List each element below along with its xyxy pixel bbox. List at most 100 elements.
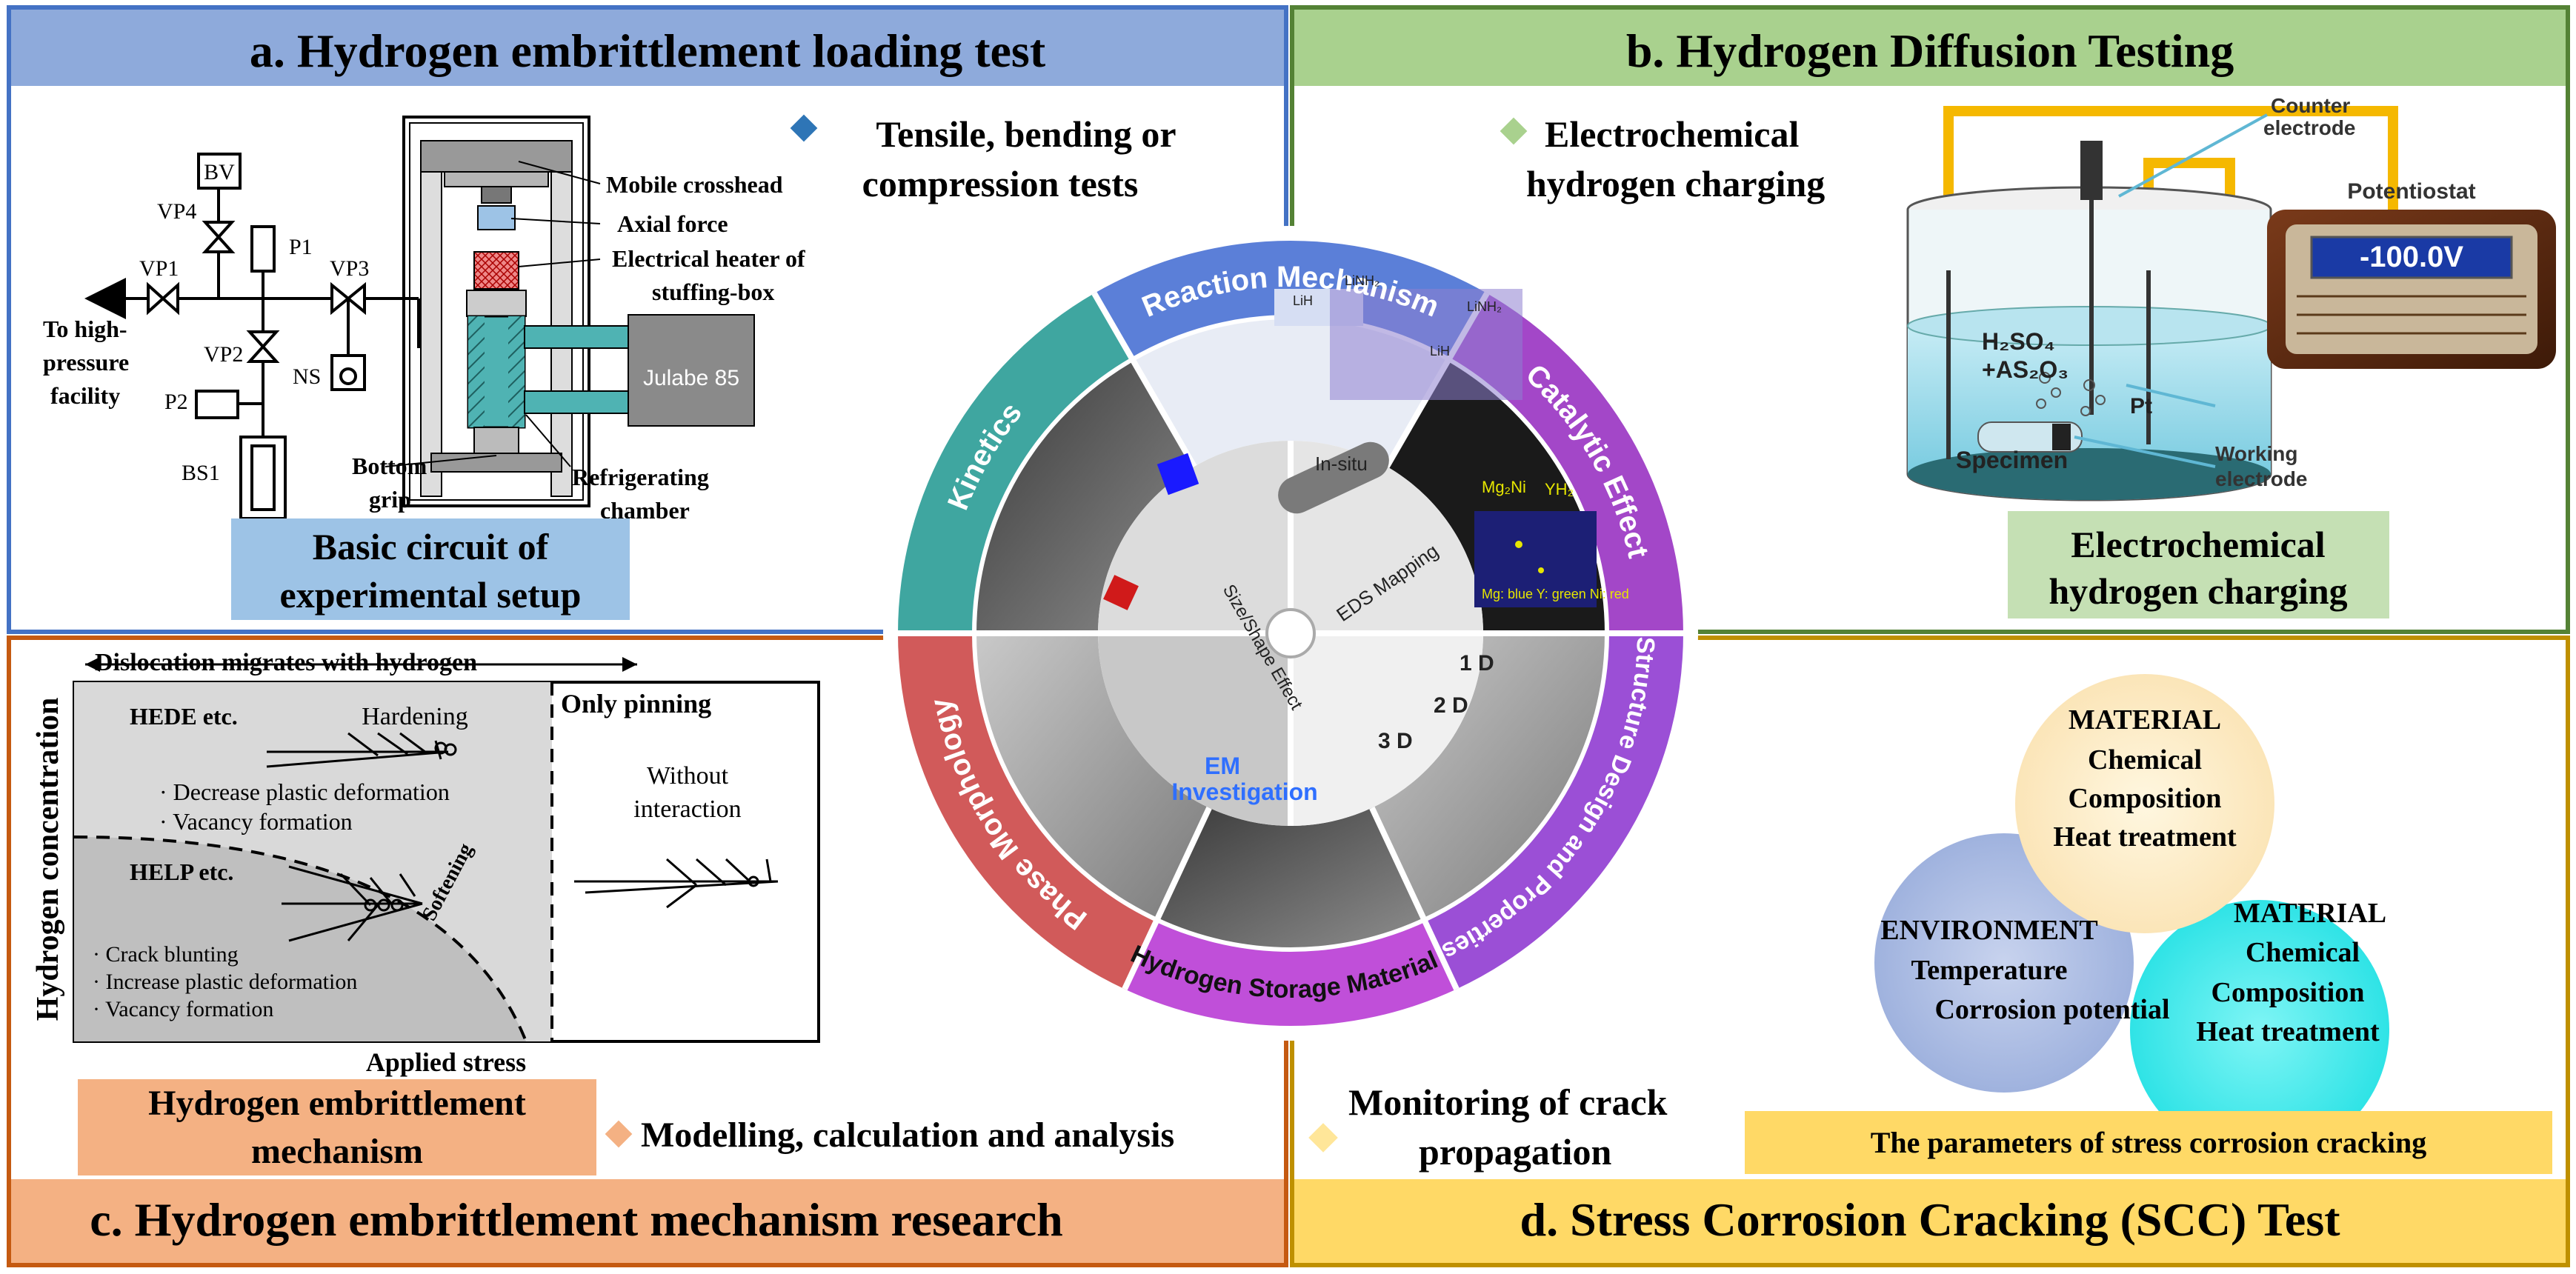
- circle-right-line4: Heat treatment: [2196, 1016, 2380, 1047]
- circle-right-line2: Chemical: [2246, 937, 2360, 968]
- label-hardening: Hardening: [362, 703, 468, 730]
- label-bs1: BS1: [182, 461, 220, 485]
- axis-hydrogen-concentration: Hydrogen concentration: [31, 698, 65, 1021]
- diamond-bullet-icon: [605, 1120, 633, 1148]
- reaction-label-lih: LiH: [1293, 293, 1313, 308]
- mechanism-map: [73, 657, 820, 1043]
- label-only-pinning: Only pinning: [561, 689, 711, 718]
- label-vp3: VP3: [330, 256, 369, 281]
- reaction-label-linh2: LiNH₂: [1345, 273, 1379, 288]
- loading-frame-drawing: [385, 116, 755, 507]
- label-potentiostat: Potentiostat: [2347, 179, 2475, 204]
- label-julabo: Julabe 85: [643, 366, 739, 390]
- label-without-2: interaction: [633, 796, 741, 823]
- panel-c-title: c. Hydrogen embrittlement mechanism rese…: [90, 1193, 1063, 1246]
- venn-circle-material-top: [2015, 674, 2274, 933]
- reaction-label-linh2-b: LiNH₂: [1467, 299, 1502, 314]
- inner-label-2d: 2 D: [1434, 693, 1468, 718]
- circle-left-line2: Temperature: [1911, 955, 2067, 986]
- label-heater-1: Electrical heater of: [612, 245, 805, 272]
- panel-c-bullet: Modelling, calculation and analysis: [641, 1115, 1174, 1155]
- circle-left-line3: Corrosion potential: [1934, 994, 2169, 1025]
- axis-applied-stress: Applied stress: [366, 1047, 526, 1077]
- circle-left-line1: ENVIRONMENT: [1880, 915, 2097, 946]
- panel-b-caption-box: [2008, 511, 2389, 618]
- circle-top-line4: Heat treatment: [2053, 821, 2237, 853]
- wheel-hub: [1265, 608, 1316, 658]
- circle-top-line1: MATERIAL: [2069, 704, 2221, 736]
- panel-a-caption-box: [231, 518, 630, 620]
- label-mobile-crosshead: Mobile crosshead: [606, 171, 783, 198]
- inner-label-eds-legend: Mg: blue Y: green Ni: red: [1482, 587, 1629, 601]
- label-p1: P1: [289, 235, 313, 259]
- label-to-facility-2: pressure: [43, 349, 129, 376]
- label-axial-force: Axial force: [617, 210, 728, 237]
- panel-d-caption-box: [1745, 1111, 2552, 1174]
- inner-label-yh2: YH₂: [1545, 480, 1574, 498]
- label-refrigerating-1: Refrigerating: [572, 464, 709, 490]
- panel-b-bullet-line1: Electrochemical: [1545, 113, 1799, 155]
- label-electrolyte-1: H₂SO₄: [1982, 328, 2055, 355]
- panel-c-caption-2: mechanism: [251, 1132, 423, 1171]
- valve-icons: [147, 221, 366, 363]
- label-to-facility-3: facility: [50, 382, 120, 409]
- label-hede-item-1: · Decrease plastic deformation: [159, 778, 450, 805]
- wheel-separator: [1091, 292, 1197, 468]
- photo-storage: [1157, 807, 1424, 948]
- label-vp2: VP2: [204, 342, 243, 367]
- reaction-label-lih-b: LiH: [1430, 344, 1450, 358]
- label-hede-item-2: · Vacancy formation: [159, 808, 353, 835]
- inner-label-em: EM: [1205, 753, 1240, 779]
- label-help-item-2: · Increase plastic deformation: [93, 970, 357, 994]
- wheel-separators: [898, 292, 1683, 991]
- wheel-separator: [1122, 806, 1212, 991]
- panel-a-bullet-line2: compression tests: [862, 163, 1139, 204]
- wheel-separator: [1369, 806, 1460, 991]
- label-working-electrode-2: electrode: [2215, 467, 2308, 490]
- circle-top-line2: Chemical: [2088, 744, 2202, 776]
- circle-top-line3: Composition: [2069, 783, 2222, 814]
- diamond-bullet-icon: [790, 114, 818, 142]
- eds-dot: [1515, 541, 1522, 548]
- label-dislocation-migrates: Dislocation migrates with hydrogen: [95, 649, 477, 676]
- inner-label-in-situ: In-situ: [1315, 453, 1368, 475]
- panel-b-bullet-line2: hydrogen charging: [1526, 163, 1825, 204]
- panel-d-title: d. Stress Corrosion Cracking (SCC) Test: [1520, 1193, 2340, 1246]
- panel-b-caption-2: hydrogen charging: [2049, 570, 2347, 612]
- circle-right-line3: Composition: [2211, 977, 2365, 1008]
- label-vp4: VP4: [157, 199, 196, 224]
- panel-c-caption-box: [78, 1079, 596, 1175]
- panel-a-caption-2: experimental setup: [280, 574, 582, 616]
- label-without-1: Without: [647, 762, 729, 790]
- wheel-segment-storage: [1125, 921, 1457, 1026]
- photo-phase: [976, 633, 1210, 918]
- panel-a-title-bar: [11, 10, 1284, 86]
- label-bv: BV: [204, 160, 235, 184]
- label-help: HELP etc.: [130, 858, 233, 885]
- panel-c-caption-1: Hydrogen embrittlement: [148, 1084, 526, 1123]
- blue-cube-decoration: [1156, 453, 1199, 496]
- label-counter-electrode-1: Counter: [2271, 94, 2350, 117]
- wheel-segment-phase: [898, 633, 1156, 990]
- label-bottom-grip-1: Bottom: [352, 453, 427, 479]
- inner-sector-dimensions: [1291, 633, 1483, 826]
- venn-circle-material-right: [2130, 900, 2389, 1159]
- label-vp1: VP1: [139, 256, 179, 281]
- panel-d-caption: The parameters of stress corrosion crack…: [1871, 1126, 2427, 1159]
- panel-b-title-bar: [1294, 10, 2566, 86]
- reaction-stm-image: [1330, 289, 1522, 400]
- inner-sector-em: [1098, 633, 1291, 826]
- label-p2: P2: [164, 390, 188, 414]
- inner-label-1d: 1 D: [1460, 651, 1494, 676]
- photo-kinetics: [976, 361, 1194, 633]
- panel-a-bullet-line1: Tensile, bending or: [876, 113, 1176, 155]
- label-to-facility-1: To high-: [43, 316, 127, 342]
- label-hede: HEDE etc.: [130, 703, 238, 730]
- label-counter-electrode-2: electrode: [2263, 116, 2356, 139]
- inner-label-investigation: Investigation: [1171, 778, 1317, 805]
- label-electrolyte-2: +AS₂O₃: [1982, 356, 2069, 383]
- inner-label-mg2ni: Mg₂Ni: [1482, 478, 1526, 496]
- panel-d-title-bar: [1294, 1179, 2566, 1263]
- panel-a-caption-1: Basic circuit of: [313, 526, 550, 567]
- inner-sector-size-shape: [1098, 441, 1291, 633]
